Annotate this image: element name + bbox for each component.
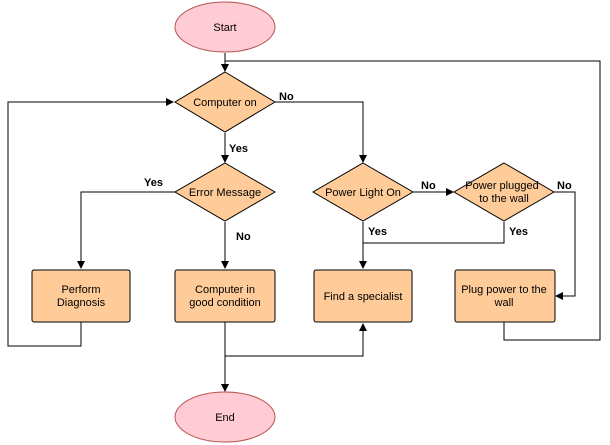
edge-label-power-light-yes: Yes	[368, 226, 387, 238]
decision-power-light-on	[312, 162, 414, 222]
decision-error-message-label: Error Message	[189, 187, 261, 199]
edge-power-plugged-yes	[363, 222, 505, 244]
process-plug-power-line1: Plug power to the	[461, 284, 547, 296]
process-perform-diagnosis	[31, 269, 131, 323]
decision-power-light-on-label: Power Light On	[325, 187, 401, 199]
decision-error-message	[174, 162, 276, 222]
process-good-condition	[174, 269, 276, 323]
edge-error-yes	[77, 191, 175, 269]
process-find-specialist-label: Find a specialist	[324, 291, 403, 303]
decision-power-plugged	[453, 162, 555, 222]
edge-label-error-yes: Yes	[144, 177, 163, 189]
process-plug-power	[454, 269, 556, 323]
process-plug-power-line2: wall	[494, 297, 514, 309]
edge-label-power-light-no: No	[421, 180, 436, 192]
edge-label-computer-on-yes: Yes	[229, 143, 248, 155]
decision-power-plugged-label-line1: Power plugged	[465, 180, 538, 192]
edge-diagnosis-loop	[7, 98, 174, 347]
process-find-specialist	[313, 269, 413, 323]
edge-computer-on-no	[275, 101, 367, 163]
edge-label-power-plugged-no: No	[557, 180, 572, 192]
edge-plug-power-loop	[225, 60, 601, 341]
decision-computer-on	[174, 71, 276, 133]
start-terminal	[174, 1, 276, 53]
edge-label-power-plugged-yes: Yes	[509, 226, 528, 238]
edge-merge-to-specialist	[225, 323, 367, 357]
process-perform-diagnosis-line2: Diagnosis	[57, 297, 106, 309]
decision-computer-on-label: Computer on	[193, 97, 257, 109]
edge-power-plugged-no	[554, 191, 576, 300]
edge-label-error-no: No	[236, 231, 251, 243]
edge-label-computer-on-no: No	[279, 91, 294, 103]
start-label: Start	[213, 22, 236, 34]
process-good-condition-line1: Computer in	[195, 284, 255, 296]
process-good-condition-line2: good condition	[189, 297, 261, 309]
process-perform-diagnosis-line1: Perform	[61, 284, 100, 296]
decision-power-plugged-label-line2: to the wall	[479, 193, 529, 205]
end-terminal	[174, 391, 276, 443]
end-label: End	[215, 412, 235, 424]
connectors	[7, 53, 601, 392]
